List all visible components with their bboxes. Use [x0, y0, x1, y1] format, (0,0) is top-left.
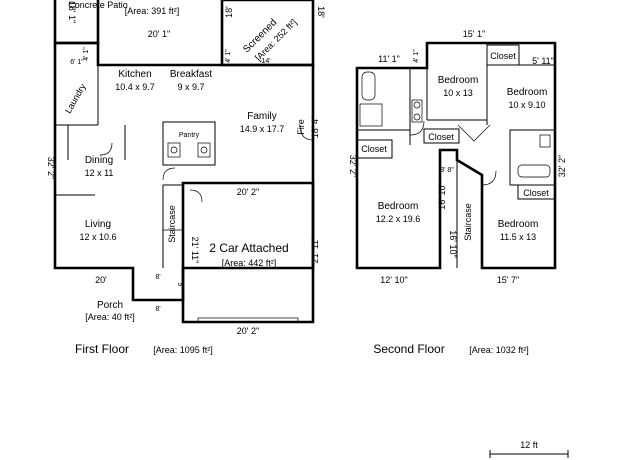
- garage-area: [Area: 442 ft²]: [222, 258, 277, 268]
- staircase-label-1: Staircase: [167, 205, 177, 243]
- dim-20-2a: 20' 2": [237, 187, 259, 197]
- bedroom-d-size: 11.5 x 13: [500, 232, 536, 242]
- dim-8a: 8': [155, 274, 160, 281]
- closet-mid: [423, 128, 460, 144]
- garage-wall: [181, 181, 315, 324]
- dim-3-8: 3' 8": [440, 167, 454, 174]
- dim-12-10: 12' 10": [380, 275, 407, 285]
- dim-5: 5': [176, 282, 183, 287]
- pantry-wall: [162, 121, 216, 166]
- dim-21-11b: 21' 11": [310, 237, 320, 264]
- porch-area: [Area: 40 ft²]: [85, 312, 135, 322]
- dim-20-1: 20' 1": [148, 29, 170, 39]
- dim-18-right: 18': [316, 6, 326, 18]
- living-size: 12 x 10.6: [79, 232, 116, 242]
- second-floor-area: [Area: 1032 ft²]: [469, 345, 529, 355]
- dim-32-2b: 32' 2": [557, 155, 567, 177]
- bedroom-b-label: Bedroom: [507, 87, 548, 98]
- patio-area: [Area: 391 ft²]: [125, 6, 180, 16]
- first-floor: [53, 0, 315, 324]
- dim-32-2: 32' 2": [46, 157, 56, 179]
- closet-right-label: Closet: [523, 188, 549, 198]
- dim-4-1a: 4' 1": [83, 47, 90, 61]
- dim-15-7: 15' 7": [497, 275, 519, 285]
- bedroom-a-size: 10 x 13: [443, 88, 473, 98]
- fire-label: Fire: [296, 119, 306, 135]
- garage-label: 2 Car Attached: [209, 241, 288, 255]
- first-floor-area: [Area: 1095 ft²]: [153, 345, 213, 355]
- bedroom-d-label: Bedroom: [498, 219, 539, 230]
- closet-right: [517, 184, 556, 200]
- bedroom-b-size: 10 x 9.10: [508, 100, 545, 110]
- pantry-label: Pantry: [179, 132, 200, 139]
- porch-label: Porch: [97, 300, 123, 311]
- dining-size: 12 x 11: [85, 168, 114, 178]
- dim-6-1: 6' 1": [70, 59, 84, 66]
- dining-label: Dining: [85, 155, 113, 166]
- closet-top-label: Closet: [490, 51, 516, 61]
- dim-5-11: 5' 11": [532, 56, 554, 66]
- dim-16-10b: 16' 10": [448, 230, 458, 257]
- kitchen-size: 10.4 x 9.7: [115, 82, 155, 92]
- patio-title: Concrete Patio: [68, 0, 128, 10]
- dim-20-2b: 20' 2": [237, 326, 259, 336]
- second-floor-caption: Second Floor: [373, 342, 444, 356]
- dim-18-1: 18' 1": [67, 1, 77, 23]
- family-size: 14.9 x 17.7: [240, 124, 285, 134]
- dim-15-1: 15' 1": [463, 29, 485, 39]
- dim-18-4: 18' 4": [310, 116, 320, 138]
- closet-left-label: Closet: [361, 144, 387, 154]
- living-label: Living: [85, 219, 111, 230]
- dim-14: 14': [261, 58, 270, 65]
- breakfast-size: 9 x 9.7: [177, 82, 204, 92]
- dim-4-1b: 4' 1": [225, 49, 232, 63]
- scale-bar: [489, 450, 569, 458]
- family-label: Family: [247, 111, 276, 122]
- kitchen-label: Kitchen: [118, 69, 151, 80]
- dim-21-11a: 21' 11": [190, 237, 200, 264]
- dim-20: 20': [95, 275, 107, 285]
- dim-18-top: 18': [224, 6, 234, 18]
- dim-4-1-second: 4' 1": [413, 49, 420, 63]
- bedroom-a-label: Bedroom: [438, 75, 479, 86]
- bedroom-c-label: Bedroom: [378, 201, 419, 212]
- laundry-label: Laundry: [63, 81, 88, 115]
- dim-11-1: 11' 1": [378, 54, 400, 64]
- breakfast-label: Breakfast: [170, 69, 212, 80]
- closet-left: [356, 139, 393, 159]
- dim-8b: 8': [155, 306, 160, 313]
- bedroom-c-size: 12.2 x 19.6: [376, 214, 421, 224]
- scale-label: 12 ft: [520, 440, 538, 450]
- closet-mid-label: Closet: [428, 132, 454, 142]
- dim-16-10a: 16' 10": [437, 182, 447, 209]
- staircase-label-2: Staircase: [463, 203, 473, 241]
- garage-door: [197, 317, 299, 323]
- second-floor: [355, 41, 557, 270]
- dim-32-2a: 32' 2": [348, 155, 358, 177]
- first-floor-caption: First Floor: [75, 342, 129, 356]
